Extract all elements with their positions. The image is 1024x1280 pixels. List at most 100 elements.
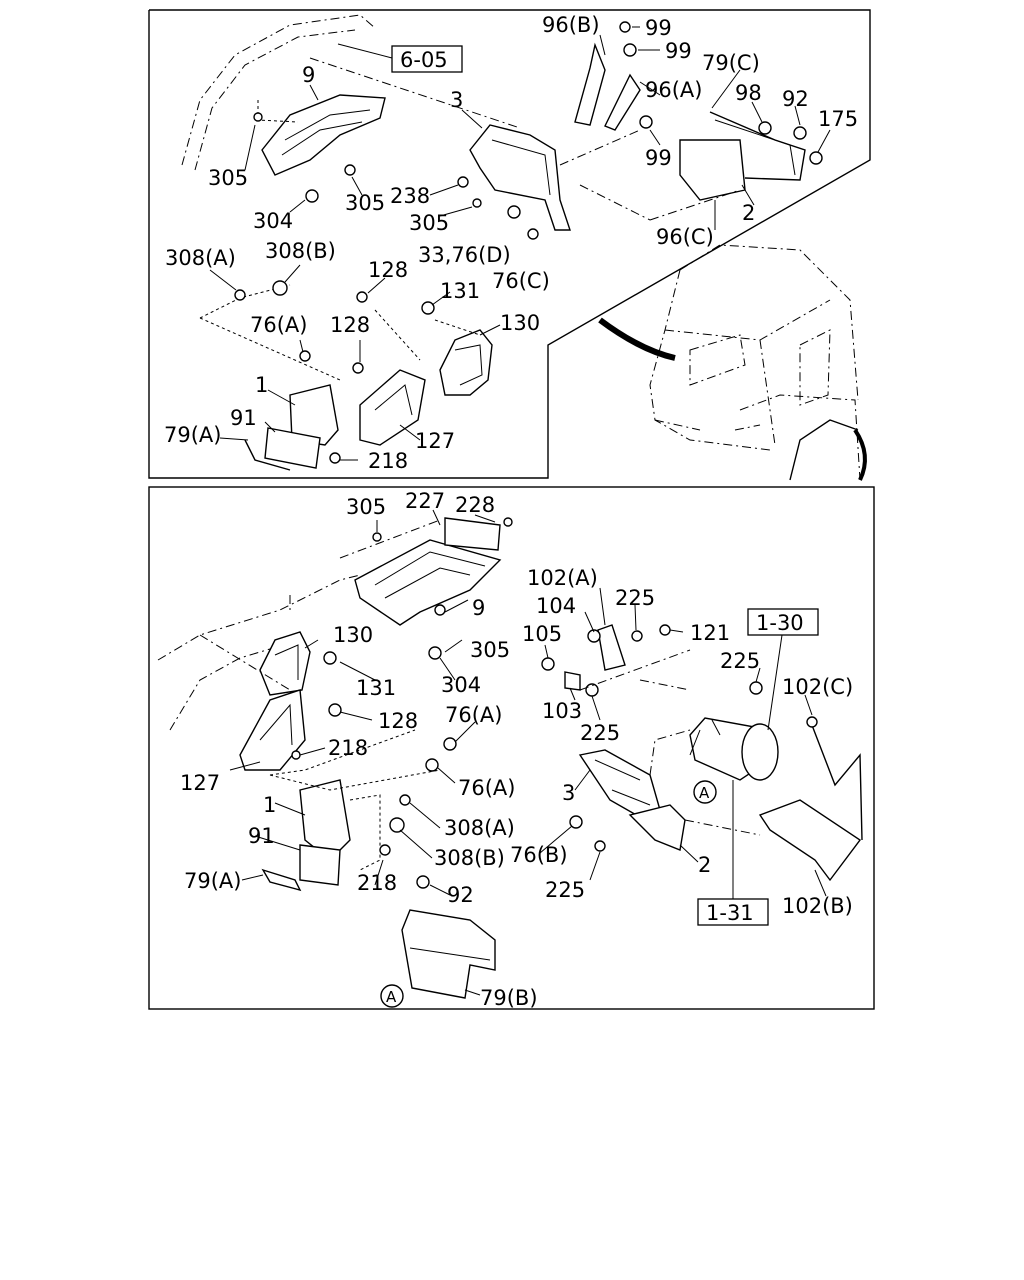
label-b-128: 128	[378, 709, 418, 733]
label-b-76a-1: 76(A)	[445, 703, 502, 727]
label-308a: 308(A)	[165, 246, 236, 270]
label-98: 98	[735, 81, 762, 105]
label-99-a: 99	[645, 16, 672, 40]
part-96c-flap	[679, 139, 746, 201]
bolt-99-c	[639, 115, 653, 129]
nut-225-d	[594, 840, 606, 852]
bolt-131	[421, 301, 435, 315]
bolt-76b	[569, 815, 583, 829]
part-127-cover-b	[239, 689, 306, 771]
cylinder-tank	[689, 717, 779, 781]
bolt-305-a	[253, 112, 263, 122]
part-96b-stay	[574, 42, 606, 126]
part-2-bracket-b	[628, 804, 686, 851]
part-102b-bracket	[758, 799, 862, 882]
label-b-79a: 79(A)	[184, 869, 241, 893]
nut-92	[793, 126, 807, 140]
bolt-76a	[299, 350, 311, 362]
top-panel: 6-05	[148, 9, 871, 481]
bolt-99-a	[619, 21, 631, 33]
part-79a-clip-b	[261, 868, 302, 892]
marker-a-lower-text: A	[386, 988, 397, 1006]
label-128-a: 128	[368, 258, 408, 282]
ref-6-05: 6-05	[400, 48, 448, 72]
part-9-upper-guard	[261, 94, 386, 176]
label-b-304: 304	[441, 673, 481, 697]
label-b-130: 130	[333, 623, 373, 647]
ref-box-1-30	[747, 608, 819, 636]
bolt-218	[329, 452, 341, 464]
part-102c-rod	[809, 719, 863, 841]
bolt-121	[659, 624, 671, 636]
bolt-218-a	[291, 750, 301, 760]
label-79a: 79(A)	[164, 423, 221, 447]
label-b-3: 3	[562, 781, 575, 805]
bolt-218-b	[379, 844, 391, 856]
label-b-9: 9	[472, 596, 485, 620]
label-305-b: 305	[345, 191, 385, 215]
bottom-panel: 1-30 1-31 A A	[148, 486, 875, 1010]
nut-304	[305, 189, 319, 203]
nut-92-b	[416, 875, 430, 889]
label-99-c: 99	[645, 146, 672, 170]
label-b-225-a: 225	[615, 586, 655, 610]
label-b-227: 227	[405, 489, 445, 513]
bolt-308a-b	[399, 794, 411, 806]
truck-cab-sketch	[598, 244, 867, 481]
label-96b: 96(B)	[542, 13, 600, 37]
label-91: 91	[230, 406, 257, 430]
label-131: 131	[440, 279, 480, 303]
marker-a-upper-text: A	[699, 784, 710, 802]
part-130-panel-b	[259, 631, 311, 696]
ref-1-31: 1-31	[706, 901, 754, 925]
label-b-121: 121	[690, 621, 730, 645]
bolt-128-b	[352, 362, 364, 374]
label-128-b: 128	[330, 313, 370, 337]
bolt-76c	[527, 228, 539, 240]
part-103-plate	[564, 671, 581, 691]
label-b-76a-2: 76(A)	[458, 776, 515, 800]
part-130-panel	[439, 329, 493, 396]
label-99-b: 99	[665, 39, 692, 63]
label-2: 2	[742, 201, 755, 225]
ref-box-6-05	[391, 45, 463, 73]
label-b-131: 131	[356, 676, 396, 700]
part-3-bracket	[469, 124, 571, 231]
bolt-228	[503, 517, 513, 527]
nut-98	[758, 121, 772, 135]
label-b-305-a: 305	[346, 495, 386, 519]
label-b-218-b: 218	[357, 871, 397, 895]
bolt-128-a	[356, 291, 368, 303]
marker-a-upper	[693, 780, 717, 804]
label-b-76b: 76(B)	[510, 843, 568, 867]
part-2-bracket	[709, 111, 806, 181]
bolt-305-d	[372, 532, 382, 542]
ref-1-30: 1-30	[756, 611, 804, 635]
bolt-76a-b2	[425, 758, 439, 772]
label-238: 238	[390, 184, 430, 208]
bolt-305-b	[344, 164, 356, 176]
bolt-305-e	[434, 604, 446, 616]
label-b-102c: 102(C)	[782, 675, 853, 699]
label-305-c: 305	[409, 211, 449, 235]
bolt-128-c	[328, 703, 342, 717]
nut-225-c	[585, 683, 599, 697]
label-96c: 96(C)	[656, 225, 714, 249]
part-227-228-plate	[444, 517, 501, 551]
label-76c: 76(C)	[492, 269, 550, 293]
bolt-305-c	[472, 198, 482, 208]
label-218: 218	[368, 449, 408, 473]
label-b-228: 228	[455, 493, 495, 517]
label-9: 9	[302, 63, 315, 87]
bolt-308a	[234, 289, 246, 301]
label-b-218-a: 218	[328, 736, 368, 760]
nut-105	[541, 657, 555, 671]
bolt-104	[587, 629, 601, 643]
label-1: 1	[255, 373, 268, 397]
label-b-1: 1	[263, 793, 276, 817]
part-96a-stay	[604, 73, 641, 131]
label-b-225-c: 225	[580, 721, 620, 745]
label-b-104: 104	[536, 594, 576, 618]
part-79a-clip	[244, 439, 291, 471]
